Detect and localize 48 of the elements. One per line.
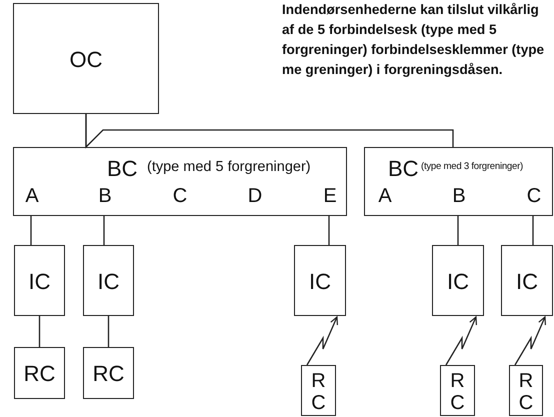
unit-box [83, 245, 134, 316]
unit-label: IC [96, 270, 120, 292]
unit-box [432, 245, 484, 316]
port-label: E [322, 186, 338, 206]
connector-line [103, 216, 105, 245]
unit-label: RC [22, 363, 56, 385]
note-text: Indendørsenhederne kan tilslut vilkårlig af de 5 forbindelsesk (type med 5 forgreninger) forbindelsesklemmer (type me greninger) i forgreningsdåsen. [282, 1, 546, 79]
port-label: C [526, 186, 542, 206]
branch-label: BC [107, 158, 138, 180]
type-note: (type med 5 forgreninger) [147, 160, 311, 174]
port-label: B [451, 186, 467, 206]
connector-line [85, 114, 454, 149]
unit-label: OC [68, 48, 104, 70]
connector-line [457, 216, 459, 245]
unit-label: RC [310, 370, 327, 414]
connector-line [38, 316, 40, 347]
unit-box [14, 347, 65, 399]
unit-label: IC [446, 270, 470, 292]
unit-label: RC [449, 370, 466, 414]
connector-line [328, 216, 330, 245]
branch-label: BC [388, 158, 419, 180]
unit-label: IC [308, 270, 332, 292]
unit-box [83, 347, 134, 399]
port-label: D [246, 186, 264, 206]
port-label: A [377, 186, 393, 206]
connector-line [108, 316, 110, 347]
port-label: B [97, 186, 113, 206]
unit-label: IC [515, 270, 539, 292]
port-label: C [172, 186, 188, 206]
unit-label: RC [92, 363, 126, 385]
connector-line [30, 216, 32, 245]
wireless-arrow [445, 316, 477, 366]
unit-box [501, 245, 553, 316]
remote-box [440, 365, 475, 416]
wireless-arrow [514, 316, 546, 366]
remote-box [301, 365, 336, 416]
unit-box [294, 245, 346, 316]
wireless-arrow [306, 316, 338, 366]
branch-box [364, 147, 553, 216]
unit-box [14, 245, 65, 316]
unit-box [13, 3, 159, 114]
remote-box [509, 365, 543, 416]
unit-label: RC [518, 370, 534, 414]
unit-label: IC [28, 270, 52, 292]
connector-line [532, 216, 534, 245]
branch-box [13, 147, 347, 216]
port-label: A [24, 186, 40, 206]
type-note: (type med 3 forgreninger) [421, 162, 523, 172]
